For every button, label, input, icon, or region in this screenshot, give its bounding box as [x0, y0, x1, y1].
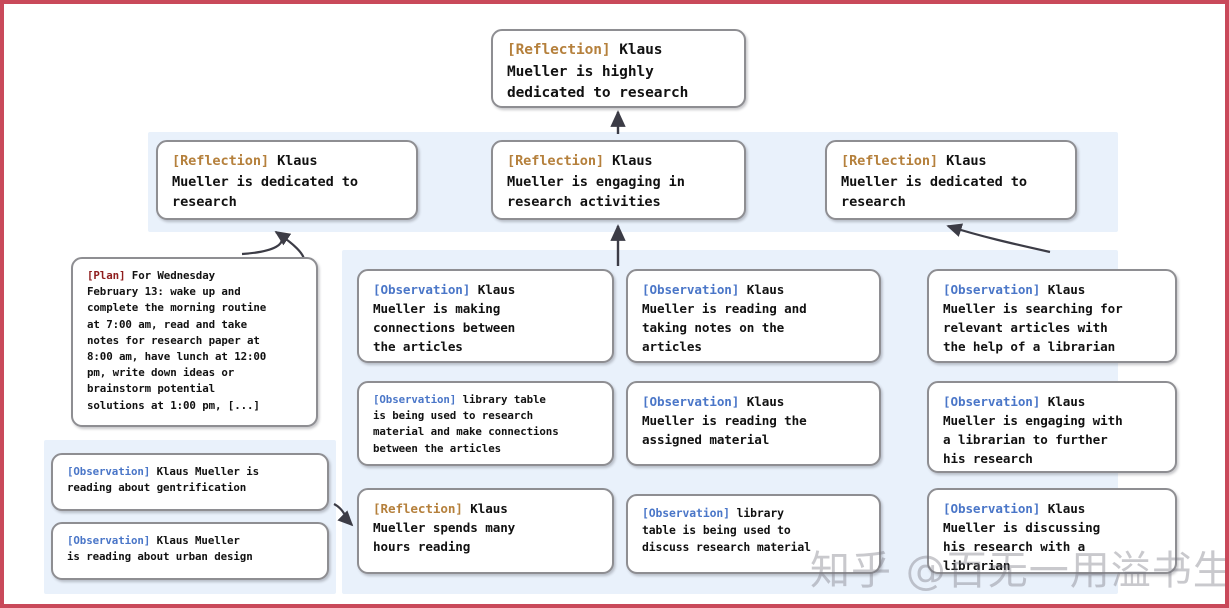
node-text: Klaus Mueller is making connections betw…: [373, 282, 516, 354]
reflection-node-1[interactable]: [Reflection] Klaus Mueller is dedicated …: [156, 140, 418, 220]
evidence-node-c3-3[interactable]: [Observation] Klaus Mueller is discussin…: [927, 488, 1177, 574]
node-tag: [Observation]: [67, 534, 151, 547]
plan-node[interactable]: [Plan] For Wednesday February 13: wake u…: [71, 257, 318, 427]
node-text: Klaus Mueller is dedicated to research: [841, 153, 1027, 210]
node-text: Klaus Mueller is reading and taking note…: [642, 282, 807, 354]
node-tag: [Observation]: [373, 393, 457, 406]
evidence-node-c3-1[interactable]: [Observation] Klaus Mueller is searching…: [927, 269, 1177, 363]
evidence-node-c2-1[interactable]: [Observation] Klaus Mueller is reading a…: [626, 269, 881, 363]
reflection-node-3[interactable]: [Reflection] Klaus Mueller is dedicated …: [825, 140, 1077, 220]
node-tag: [Reflection]: [841, 153, 939, 169]
node-text: Klaus Mueller is reading the assigned ma…: [642, 394, 807, 447]
root-reflection-node[interactable]: [Reflection] Klaus Mueller is highly ded…: [491, 29, 746, 108]
node-tag: [Observation]: [373, 282, 471, 297]
evidence-node-c1-3[interactable]: [Reflection] Klaus Mueller spends many h…: [357, 488, 614, 574]
node-tag: [Observation]: [642, 282, 740, 297]
node-tag: [Observation]: [943, 394, 1041, 409]
node-text: Klaus Mueller is discussing his research…: [943, 501, 1101, 573]
evidence-node-c2-2[interactable]: [Observation] Klaus Mueller is reading t…: [626, 381, 881, 466]
node-text: Klaus Mueller is reading about gentrific…: [67, 465, 260, 495]
left-observation-node-1[interactable]: [Observation] Klaus Mueller is reading a…: [51, 453, 329, 511]
node-tag: [Observation]: [67, 465, 151, 478]
node-tag: [Observation]: [642, 506, 730, 520]
evidence-node-c3-2[interactable]: [Observation] Klaus Mueller is engaging …: [927, 381, 1177, 473]
evidence-node-c1-2[interactable]: [Observation] library table is being use…: [357, 381, 614, 466]
evidence-node-c1-1[interactable]: [Observation] Klaus Mueller is making co…: [357, 269, 614, 363]
node-text: Klaus Mueller is engaging in research ac…: [507, 153, 685, 210]
node-tag: [Observation]: [642, 394, 740, 409]
node-tag: [Reflection]: [373, 501, 463, 516]
left-observation-node-2[interactable]: [Observation] Klaus Mueller is reading a…: [51, 522, 329, 580]
node-text: Klaus Mueller is dedicated to research: [172, 153, 358, 210]
node-text: library table is being used to research …: [373, 393, 559, 455]
evidence-node-c2-3[interactable]: [Observation] library table is being use…: [626, 494, 881, 574]
node-tag: [Observation]: [943, 501, 1041, 516]
node-text: For Wednesday February 13: wake up and c…: [87, 269, 267, 412]
node-tag: [Reflection]: [172, 153, 270, 169]
node-text: library table is being used to discuss r…: [642, 506, 811, 554]
reflection-node-2[interactable]: [Reflection] Klaus Mueller is engaging i…: [491, 140, 746, 220]
node-text: Klaus Mueller is searching for relevant …: [943, 282, 1123, 354]
node-text: Klaus Mueller is highly dedicated to res…: [507, 42, 689, 101]
node-tag: [Reflection]: [507, 153, 605, 169]
node-tag: [Plan]: [87, 269, 126, 282]
node-text: Klaus Mueller spends many hours reading: [373, 501, 516, 554]
node-tag: [Reflection]: [507, 42, 611, 58]
node-text: Klaus Mueller is reading about urban des…: [67, 534, 253, 564]
node-text: Klaus Mueller is engaging with a librari…: [943, 394, 1123, 466]
node-tag: [Observation]: [943, 282, 1041, 297]
